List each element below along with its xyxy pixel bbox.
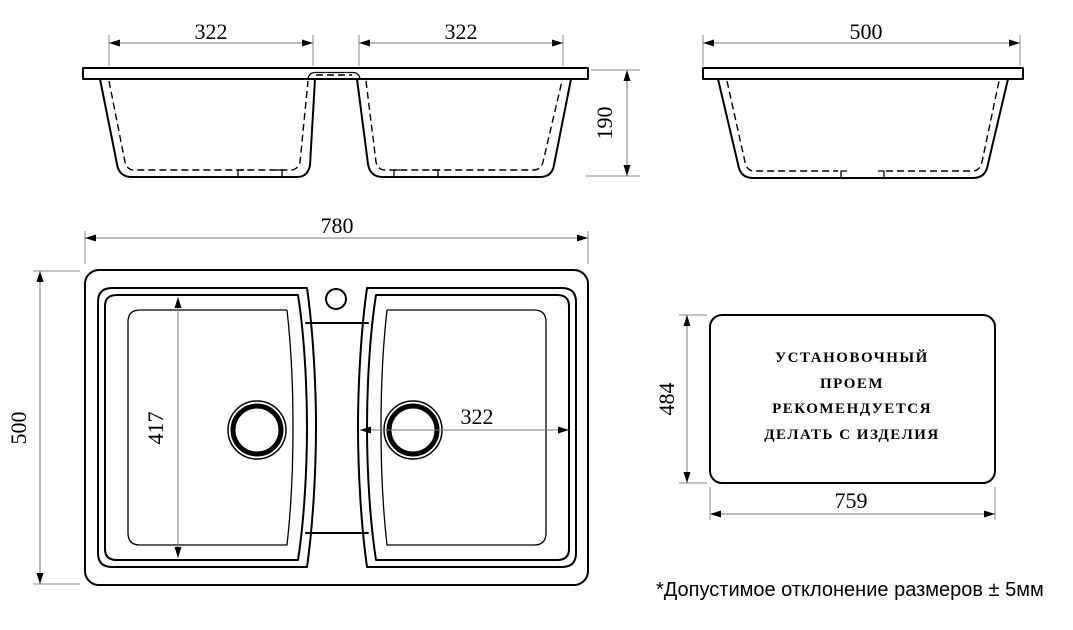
- dim-side-width: 500: [702, 19, 1021, 66]
- side-flange: [702, 67, 1024, 80]
- dim-label-plan-overall-width: 780: [321, 213, 354, 238]
- dim-label-cutout-height: 484: [654, 383, 679, 416]
- side-bowl-inner-hidden: [726, 80, 1000, 172]
- cutout-note-line-1: УСТАНОВОЧНЫЙ: [775, 349, 929, 366]
- front-left-bowl-outline: [99, 78, 316, 178]
- dim-label-front-left-bowl-width: 322: [195, 19, 228, 44]
- tolerance-footnote: *Допустимое отклонение размеров ± 5мм: [656, 579, 1044, 601]
- plan-view: 780 500 417 322: [6, 213, 589, 586]
- dim-label-plan-bowl-length: 417: [143, 412, 168, 445]
- front-right-bowl-drain-boss: [393, 169, 439, 177]
- front-left-bowl-inner-hidden: [108, 80, 309, 171]
- plan-sink-outline: [84, 269, 589, 586]
- front-center-divider: [307, 71, 361, 80]
- side-bowl-drain-boss: [840, 170, 885, 178]
- dim-front-height: 190: [585, 69, 640, 177]
- plan-left-bowl-rim-outer: [97, 287, 317, 568]
- dim-cutout-height: 484: [654, 314, 707, 484]
- dim-plan-bowl-width: 322: [360, 404, 569, 434]
- side-elevation-view: 500: [702, 19, 1024, 179]
- front-left-bowl-drain-boss: [237, 169, 283, 177]
- front-right-bowl-inner-hidden: [365, 80, 563, 171]
- dim-label-cutout-width: 759: [835, 488, 868, 513]
- cutout-outline: [709, 314, 996, 484]
- dim-label-plan-overall-depth: 500: [6, 412, 31, 445]
- dim-plan-bowl-length: 417: [143, 297, 182, 558]
- dim-front-left-bowl-width: 322: [108, 19, 314, 66]
- dim-label-front-right-bowl-width: 322: [445, 19, 478, 44]
- front-flange: [82, 67, 589, 80]
- front-right-bowl-outline: [356, 78, 572, 178]
- plan-right-bowl-rim-inner: [366, 294, 570, 561]
- cutout-note-line-3: РЕКОМЕНДУЕТСЯ: [772, 401, 932, 417]
- plan-right-bowl-rim-outer: [357, 287, 577, 568]
- dim-plan-overall-depth: 500: [6, 270, 80, 585]
- cutout-diagram: УСТАНОВОЧНЫЙ ПРОЕМ РЕКОМЕНДУЕТСЯ ДЕЛАТЬ …: [654, 314, 996, 520]
- plan-left-bowl-rim-inner: [104, 294, 308, 561]
- side-bowl-outline: [717, 78, 1009, 179]
- dim-label-front-height: 190: [592, 107, 617, 140]
- dim-label-side-width: 500: [850, 19, 883, 44]
- plan-right-bowl-bottom: [380, 309, 547, 546]
- dim-plan-overall-width: 780: [84, 213, 589, 264]
- cutout-note-line-4: ДЕЛАТЬ С ИЗДЕЛИЯ: [764, 427, 940, 443]
- dim-front-right-bowl-width: 322: [358, 19, 564, 66]
- dim-label-plan-bowl-width: 322: [461, 404, 494, 429]
- dim-cutout-width: 759: [709, 487, 996, 520]
- plan-left-drain: [227, 400, 287, 460]
- plan-left-bowl-bottom: [127, 309, 294, 546]
- plan-faucet-hole: [325, 288, 347, 310]
- front-elevation-view: 322 322 190: [82, 19, 640, 178]
- cutout-note-line-2: ПРОЕМ: [820, 376, 884, 392]
